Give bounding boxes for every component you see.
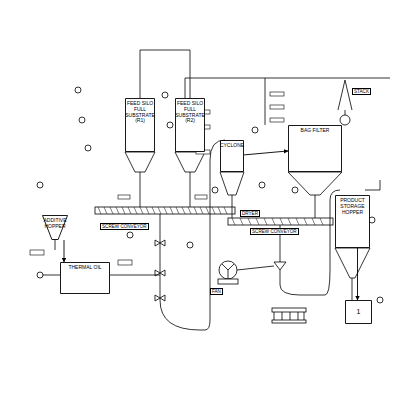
process-unit: BAG FILTER xyxy=(288,125,342,172)
unit-label: PRODUCT STORAGE HOPPER xyxy=(337,198,368,215)
process-line xyxy=(244,151,288,155)
process-unit: THERMAL OIL xyxy=(60,262,110,294)
process-unit: PRODUCT STORAGE HOPPER xyxy=(335,195,370,248)
tag-label: STACK xyxy=(352,88,371,95)
process-unit: FEED SILO FULL SUBSTRATE (R1) xyxy=(125,98,155,152)
unit-label: 1 xyxy=(357,308,361,316)
unit-label: CYCLONE xyxy=(220,143,244,149)
unit-label: ADDITIVE HOPPER xyxy=(43,218,66,230)
process-line xyxy=(64,240,65,262)
unit-label: THERMAL OIL xyxy=(68,265,101,271)
unit-label: BAG FILTER xyxy=(301,128,330,134)
tag-label: FAN xyxy=(210,288,223,295)
unit-label: FEED SILO FULL SUBSTRATE (R2) xyxy=(175,101,205,124)
process-unit: ADDITIVE HOPPER xyxy=(42,215,68,240)
process-unit: 1 xyxy=(345,300,372,324)
process-unit: FEED SILO FULL SUBSTRATE (R2) xyxy=(175,98,205,152)
unit-label: FEED SILO FULL SUBSTRATE (R1) xyxy=(125,101,155,124)
process-unit: CYCLONE xyxy=(220,140,244,172)
tag-label: SCREW CONVEYOR xyxy=(100,223,149,230)
tag-label: SCREW CONVEYOR xyxy=(250,228,299,235)
tag-label: DRYER xyxy=(240,210,260,217)
process-line xyxy=(357,248,358,300)
